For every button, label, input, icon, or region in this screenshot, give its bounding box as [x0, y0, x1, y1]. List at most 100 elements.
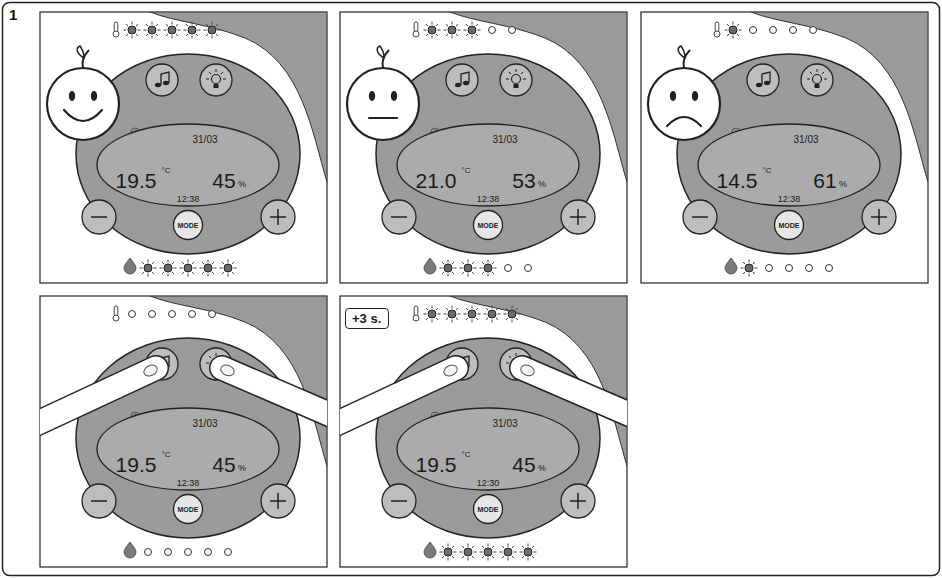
led-off — [225, 549, 232, 556]
led-ray — [188, 274, 189, 277]
minus-button — [683, 200, 717, 234]
thermometer-icon — [413, 22, 419, 37]
led-ray — [432, 320, 433, 323]
led-ray — [232, 272, 234, 274]
led-ray — [727, 24, 729, 26]
led-ray — [522, 556, 524, 558]
led-ray — [426, 318, 428, 320]
display-text: 12:30 — [477, 479, 500, 488]
led-off — [525, 265, 532, 272]
led-ray — [466, 24, 468, 26]
face-icon — [347, 46, 419, 140]
led-ray — [188, 260, 189, 263]
led-ray — [432, 22, 433, 25]
led-ray — [733, 22, 734, 25]
led-off — [489, 27, 496, 34]
note-stem — [762, 72, 770, 85]
led-ray — [126, 34, 128, 36]
lcd-display: 31/0319.5°C45%12:38 — [96, 407, 280, 491]
panel — [310, 296, 645, 567]
face-icon — [47, 46, 119, 140]
led-ray — [452, 556, 454, 558]
led-ray — [472, 556, 474, 558]
minus-sign — [692, 216, 708, 218]
led-ray — [743, 272, 745, 274]
lcd-ellipse — [97, 408, 279, 490]
note-head — [764, 81, 770, 85]
led-ray — [466, 34, 468, 36]
led-ray — [462, 262, 464, 264]
bulb-base — [214, 84, 219, 88]
led-lit — [148, 26, 156, 34]
led-ray — [458, 30, 461, 31]
led-ray — [206, 24, 208, 26]
led-ray — [492, 272, 494, 274]
led-lit — [488, 310, 496, 318]
minus-button — [82, 484, 116, 518]
music-button — [747, 64, 779, 96]
minus-sign — [391, 500, 407, 502]
thermometer-icon — [113, 22, 119, 37]
led-ray — [432, 36, 433, 39]
led-ray — [140, 268, 143, 269]
panel-content — [340, 296, 627, 561]
led-ray — [176, 24, 178, 26]
led-lit — [745, 264, 753, 272]
thermometer-icon — [413, 306, 419, 321]
led-off — [770, 27, 777, 34]
led-ray — [456, 34, 458, 36]
humidity-drop — [124, 258, 136, 274]
led-ray — [196, 24, 198, 26]
display-text: °C — [162, 167, 171, 175]
led-ray — [484, 314, 487, 315]
note-head — [163, 81, 169, 85]
led-ray — [204, 30, 207, 31]
led-lit — [464, 548, 472, 556]
bulb-ray — [216, 353, 217, 356]
display-text: 45 — [512, 454, 535, 475]
bulb-ray — [506, 363, 509, 364]
led-ray — [478, 30, 481, 31]
led-ray — [472, 36, 473, 39]
device-body — [76, 338, 300, 538]
led-lit — [208, 26, 216, 34]
finger — [222, 368, 327, 421]
fingernail — [142, 363, 159, 378]
bulb-ray — [810, 72, 812, 74]
plus-button — [561, 484, 595, 518]
led-lit — [444, 264, 452, 272]
led-ray — [476, 308, 478, 310]
led-lit — [504, 548, 512, 556]
device-body — [376, 338, 600, 538]
led-ray — [440, 552, 443, 553]
display-text: % — [238, 464, 246, 473]
display-text: 31/03 — [492, 419, 517, 429]
figure-frame — [3, 3, 940, 576]
plus-sign — [570, 493, 586, 509]
led-ray — [438, 30, 441, 31]
led-ray — [460, 552, 463, 553]
led-ray — [480, 552, 483, 553]
face-mouth — [667, 117, 701, 126]
led-ray — [194, 268, 197, 269]
led-ray — [468, 260, 469, 263]
minus-button — [382, 484, 416, 518]
display-text: % — [538, 464, 546, 473]
minus-sign — [391, 216, 407, 218]
led-ray — [222, 272, 224, 274]
display-text: 12:38 — [177, 195, 200, 204]
led-ray — [206, 34, 208, 36]
led-ray — [482, 546, 484, 548]
mode-button: MODE — [173, 210, 203, 240]
led-ray — [486, 318, 488, 320]
led-ray — [528, 544, 529, 547]
led-ray — [436, 24, 438, 26]
mode-button: MODE — [774, 210, 804, 240]
led-ray — [733, 36, 734, 39]
display-text: °C — [162, 451, 171, 459]
led-ray — [508, 544, 509, 547]
led-ray — [182, 272, 184, 274]
led-ray — [216, 24, 218, 26]
led-ray — [448, 558, 449, 561]
fingernail — [219, 363, 236, 378]
